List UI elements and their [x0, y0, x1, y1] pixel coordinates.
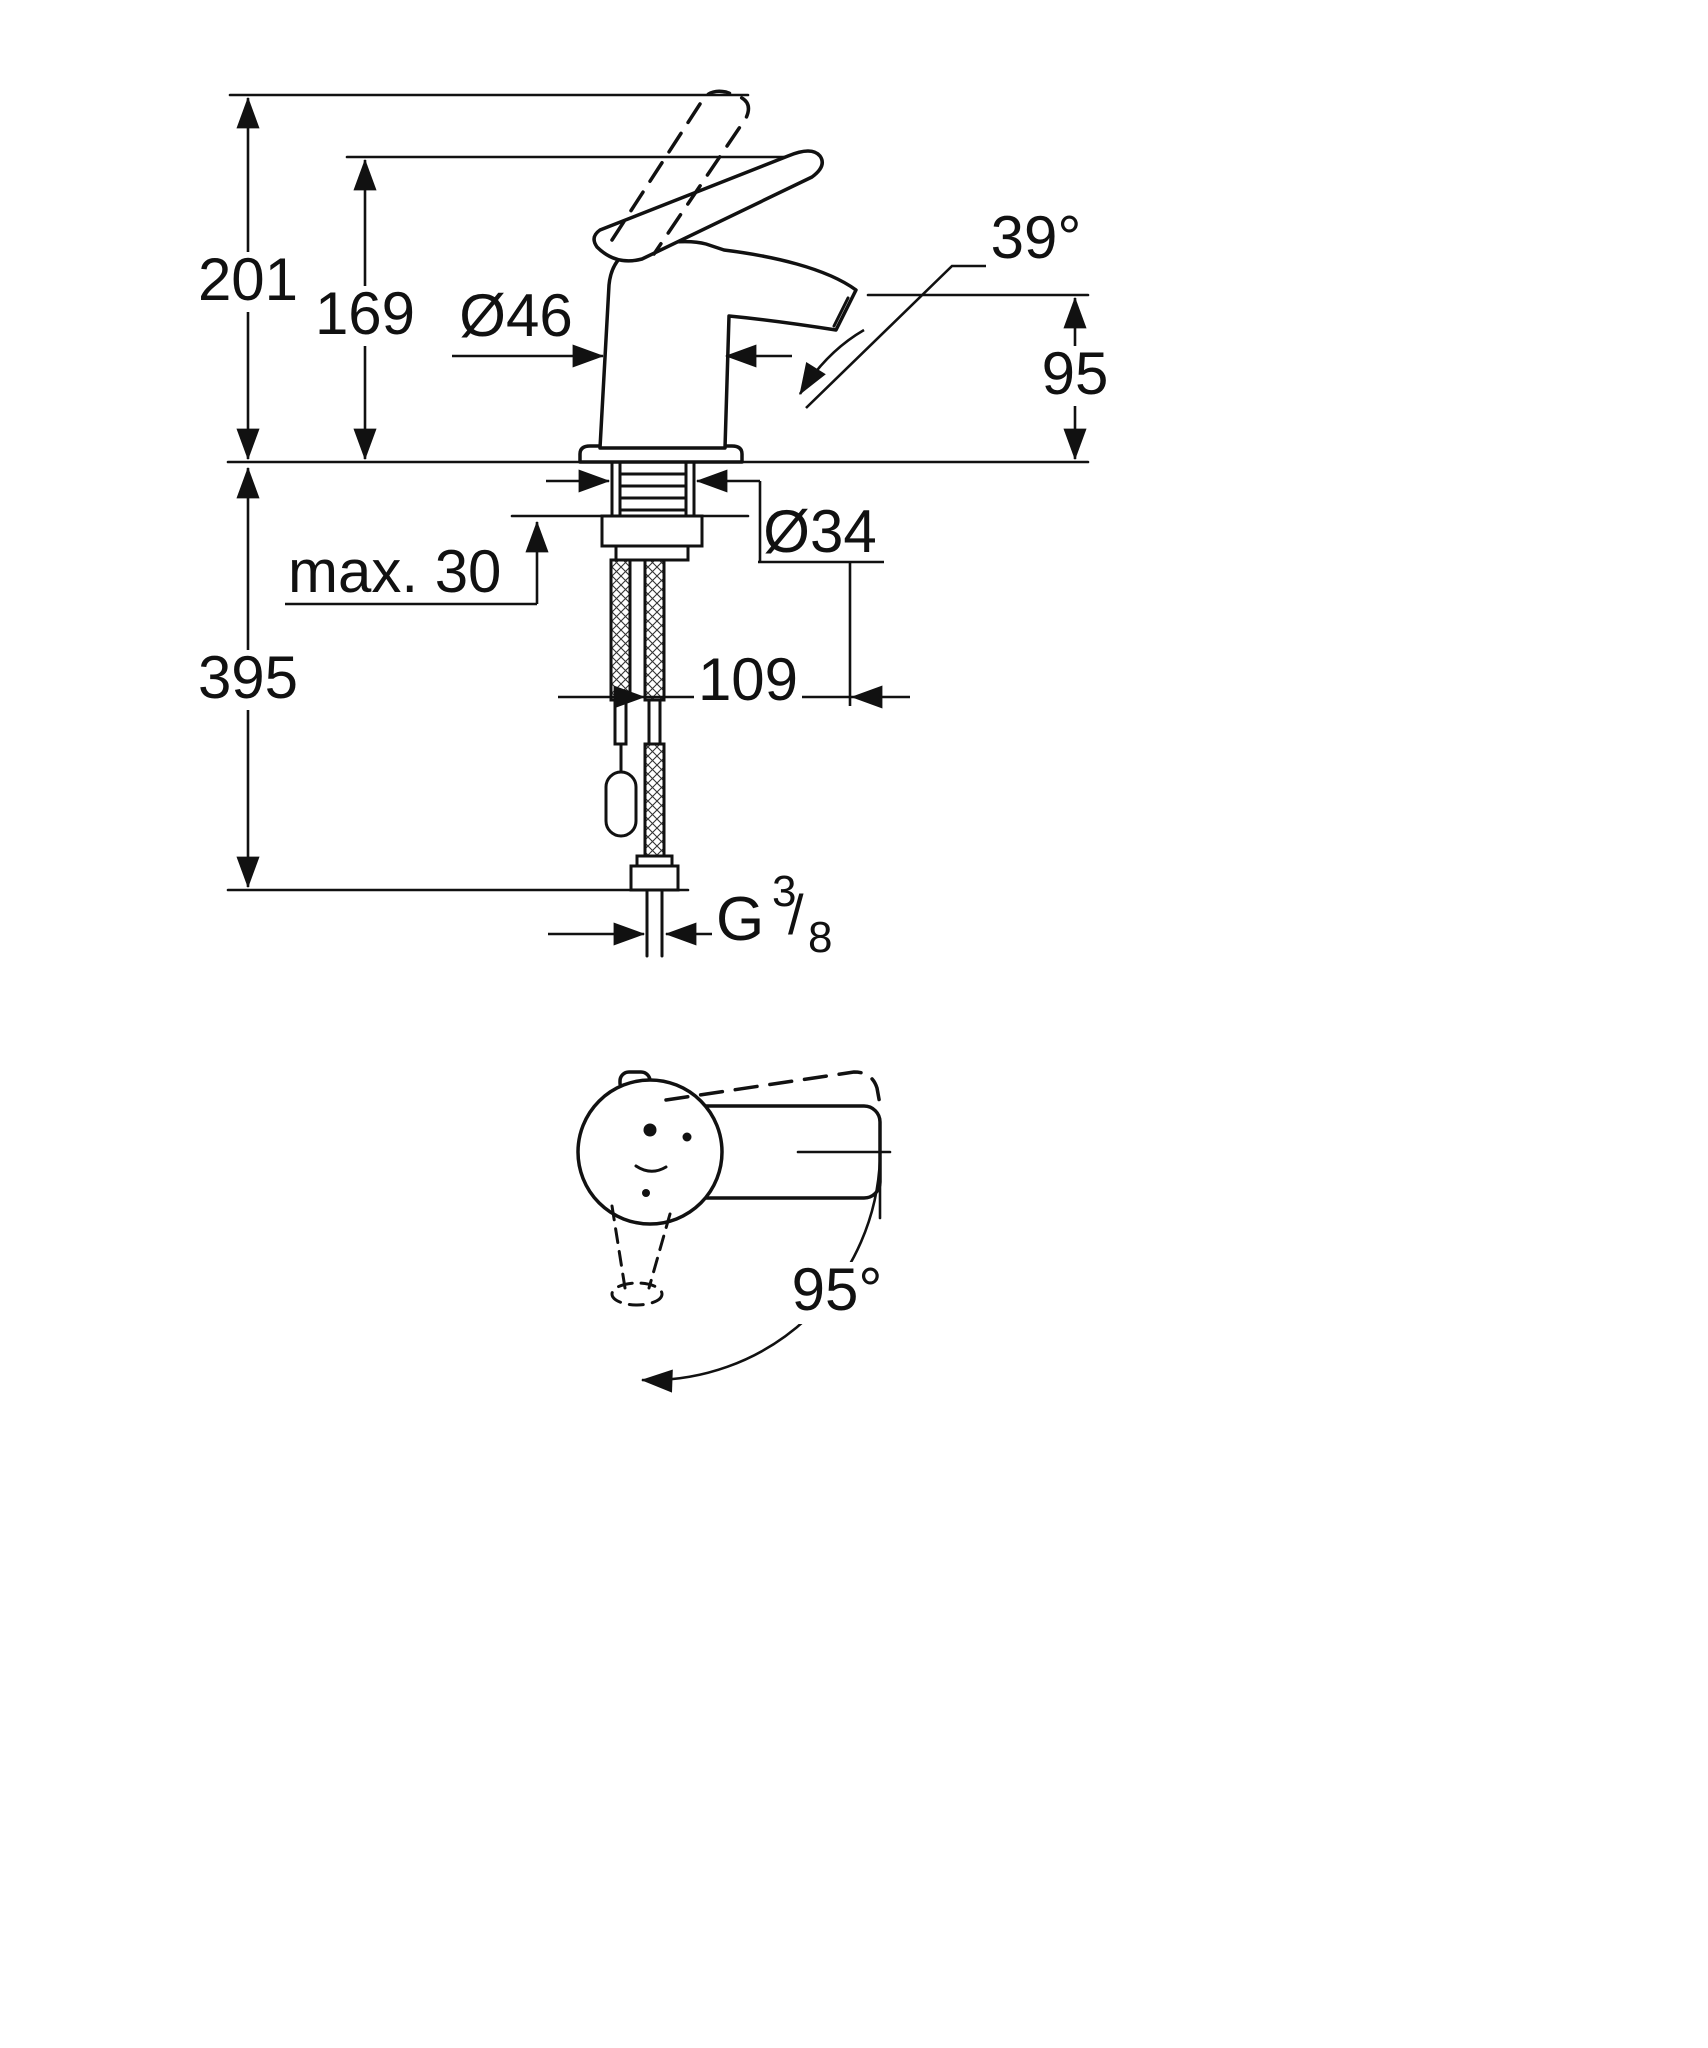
swivel-cone-dashed-right — [647, 1212, 672, 1290]
label-hose-offset: 109 — [698, 646, 798, 713]
lever-handle-raised-dashed — [610, 89, 751, 256]
hose-left-upper — [609, 558, 632, 702]
angle-arc-39 — [798, 328, 865, 395]
swivel-cone-dashed-left — [610, 1204, 627, 1290]
cartridge-dot-large — [643, 1123, 657, 1137]
thread-letter: G — [716, 885, 764, 954]
hose-nut-fitting — [629, 864, 680, 892]
locknut-step — [614, 544, 690, 562]
faucet-base-plate — [578, 444, 744, 464]
hose-right-lower — [643, 742, 666, 858]
thread-numerator: 3 — [772, 867, 796, 916]
hose-right-upper — [643, 558, 666, 702]
body-top-view — [576, 1078, 724, 1226]
supply-pipe — [645, 888, 664, 958]
label-hose-length: 395 — [198, 644, 298, 711]
label-hole-diameter: Ø34 — [763, 498, 876, 565]
label-thread-size: G 3 / 8 — [716, 867, 832, 962]
dimension-labels: 201 169 Ø46 39° 95 max. 30 Ø34 395 109 G… — [194, 204, 1124, 962]
locknut — [600, 514, 704, 548]
supply-hoses — [604, 558, 680, 958]
faucet-top-view: 95° — [576, 1070, 892, 1393]
label-height-lever: 169 — [315, 280, 415, 347]
hose-left-tube — [613, 698, 628, 746]
shank-threads — [618, 472, 688, 512]
leader-line-dia34 — [758, 481, 884, 706]
label-deck-thickness: max. 30 — [288, 538, 501, 605]
lever-alternate-dashed-top — [664, 1070, 883, 1112]
label-spout-height: 95 — [1042, 340, 1109, 407]
faucet-body-spout — [598, 239, 858, 450]
pull-weight — [604, 770, 638, 838]
thread-slash: / — [788, 883, 804, 946]
mounting-assembly — [600, 460, 704, 562]
aerator-face-line — [832, 296, 850, 328]
label-swivel-angle: 95° — [792, 1256, 883, 1323]
lever-handle-solid — [592, 149, 824, 263]
hose-right-tube — [647, 698, 662, 746]
leader-line-39 — [805, 264, 986, 409]
label-spout-angle: 39° — [991, 204, 1082, 271]
label-body-diameter: Ø46 — [459, 282, 572, 349]
label-height-overall: 201 — [198, 246, 298, 313]
swivel-cone-end-dashed — [610, 1281, 664, 1307]
cartridge-dot-small — [682, 1132, 692, 1142]
thread-denominator: 8 — [808, 913, 832, 962]
cartridge-arc-mark — [634, 1164, 668, 1173]
cartridge-dot-lower — [642, 1189, 650, 1197]
